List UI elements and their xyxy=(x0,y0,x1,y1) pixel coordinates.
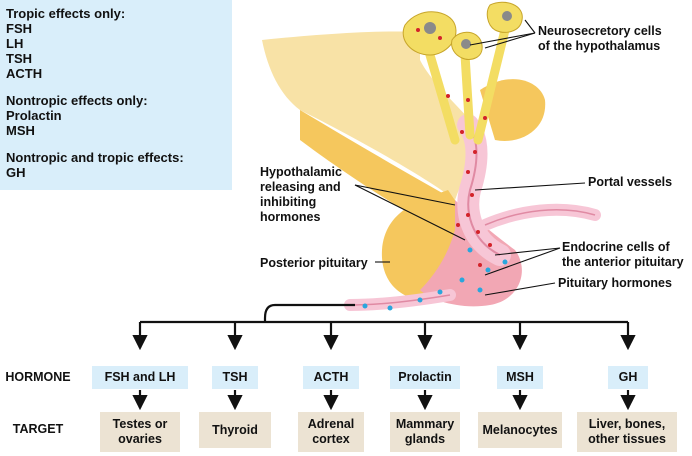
tropic-item: FSH xyxy=(6,21,32,36)
both-group: Nontropic and tropic effects: GH xyxy=(6,150,232,180)
tropic-item: LH xyxy=(6,36,24,51)
tropic-item: TSH xyxy=(6,51,32,66)
target-box-mammary-glands: Mammary glands xyxy=(390,412,460,452)
both-item: GH xyxy=(6,165,26,180)
nontropic-item: MSH xyxy=(6,123,35,138)
pituitary-hormones-label: Pituitary hormones xyxy=(558,276,672,290)
label-line: Neurosecretory cells xyxy=(538,24,662,38)
both-heading: Nontropic and tropic effects: xyxy=(6,150,184,165)
label-line: releasing and xyxy=(260,180,341,194)
target-box-adrenal-cortex: Adrenal cortex xyxy=(298,412,364,452)
neuron-nucleus xyxy=(502,11,512,21)
target-row-label: TARGET xyxy=(12,422,64,436)
nontropic-group: Nontropic effects only: Prolactin MSH xyxy=(6,93,232,138)
hormone-box-acth: ACTH xyxy=(303,366,359,389)
lower-vessel-edge xyxy=(349,294,451,306)
tropic-heading: Tropic effects only: xyxy=(6,6,126,21)
endocrine-cells-label: Endocrine cells of the anterior pituitar… xyxy=(562,240,684,270)
label-line: hormones xyxy=(260,210,321,224)
label-line: the anterior pituitary xyxy=(562,255,684,269)
target-box-testes-ovaries: Testes or ovaries xyxy=(100,412,180,452)
hormone-box-prolactin: Prolactin xyxy=(390,366,460,389)
hypothalamus-left-fold xyxy=(300,110,455,230)
label-line: Hypothalamic xyxy=(260,165,342,179)
hypothalamus-right-lobe xyxy=(480,79,546,141)
label-line: of the hypothalamus xyxy=(538,39,661,53)
hormone-row-label: HORMONE xyxy=(5,370,71,384)
hormone-box-msh: MSH xyxy=(497,366,543,389)
anterior-pituitary-tissue xyxy=(420,200,522,307)
neuron-nucleus xyxy=(424,22,436,34)
tropic-group: Tropic effects only: FSH LH TSH ACTH xyxy=(6,6,232,81)
branch-arrows xyxy=(132,303,636,411)
target-box-liver-bones: Liver, bones, other tissues xyxy=(577,412,677,452)
nontropic-item: Prolactin xyxy=(6,108,62,123)
label-line: Endocrine cells of xyxy=(562,240,670,254)
portal-vessels-label: Portal vessels xyxy=(588,175,673,189)
neuron-axon xyxy=(473,25,510,145)
nontropic-heading: Nontropic effects only: xyxy=(6,93,148,108)
label-line: inhibiting xyxy=(260,195,317,209)
neuron-axon xyxy=(460,50,475,140)
neurosecretory-label: Neurosecretory cells of the hypothalamus xyxy=(538,24,662,54)
posterior-pituitary-label: Posterior pituitary xyxy=(260,256,368,270)
releasing-hormones-label: Hypothalamic releasing and inhibiting ho… xyxy=(260,165,342,225)
releasing-hormone-dots xyxy=(416,28,492,267)
upper-vessel-edge xyxy=(484,209,596,226)
hormone-box-tsh: TSH xyxy=(212,366,258,389)
target-box-thyroid: Thyroid xyxy=(199,412,271,448)
tropic-item: ACTH xyxy=(6,66,43,81)
pituitary-hormone-dots xyxy=(362,247,508,311)
neuron-axon xyxy=(425,50,460,145)
target-box-melanocytes: Melanocytes xyxy=(478,412,562,448)
hormone-box-gh: GH xyxy=(608,366,648,389)
neuron-nucleus xyxy=(461,39,471,49)
effects-info-box: Tropic effects only: FSH LH TSH ACTH Non… xyxy=(0,0,232,190)
hormone-box-fsh-lh: FSH and LH xyxy=(92,366,188,389)
pointer-lines xyxy=(354,19,586,296)
hypothalamus-tissue xyxy=(262,31,470,201)
